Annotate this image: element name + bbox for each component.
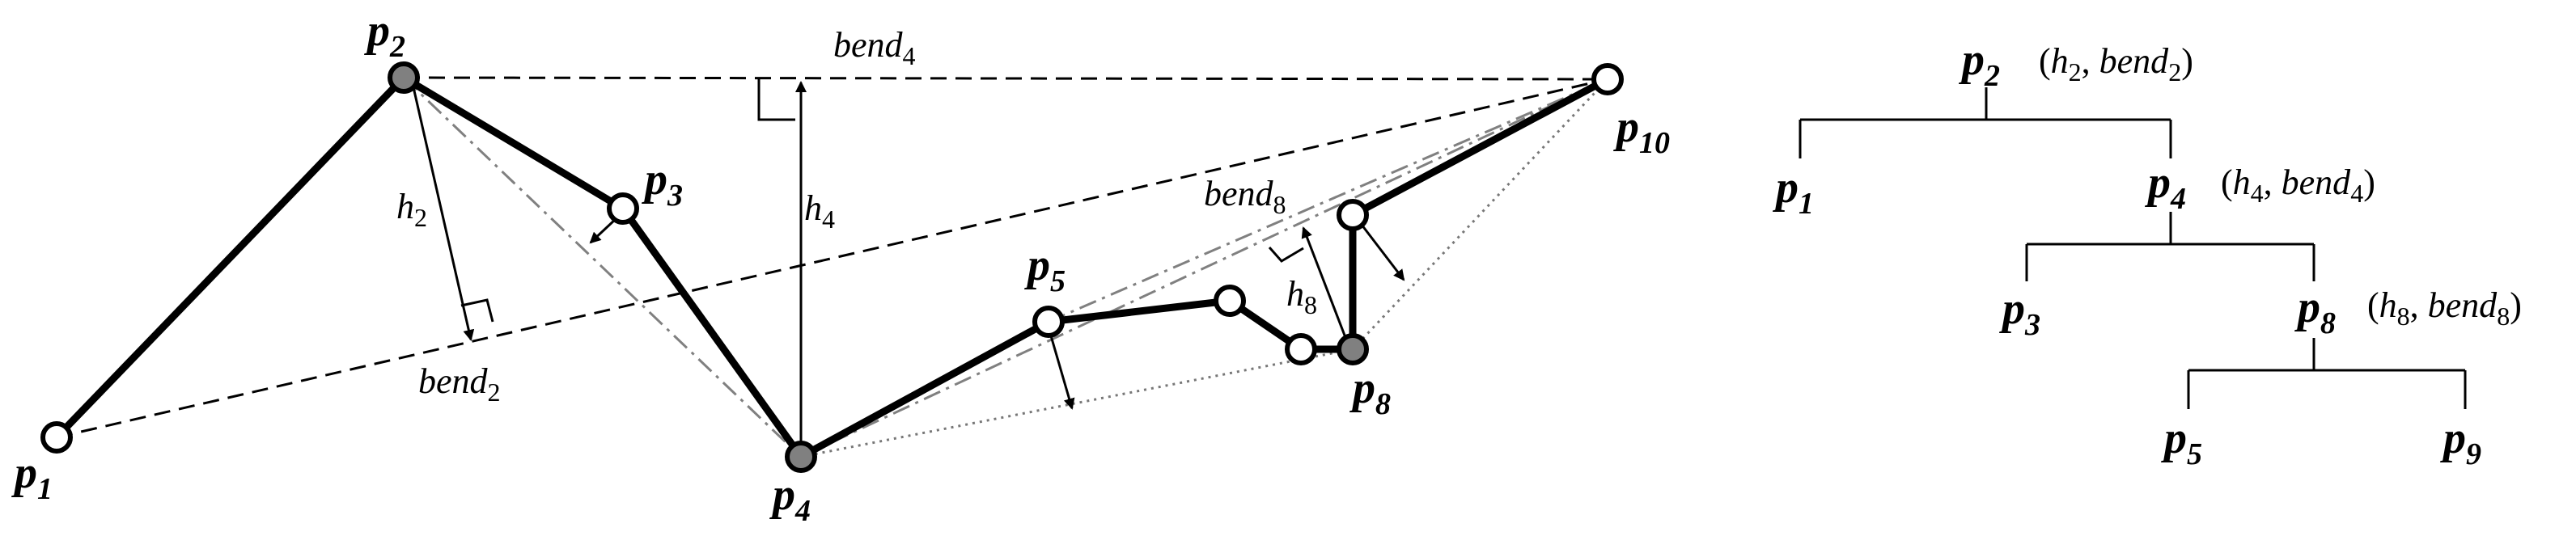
- tree-annotation-p2: (h2, bend2): [2039, 41, 2193, 87]
- chord-p4-p10: [800, 78, 1608, 458]
- label-p1: p1: [11, 448, 53, 506]
- point-p5: [1032, 306, 1065, 338]
- h4-arrow: [757, 78, 807, 446]
- chord-p4-p8: [800, 348, 1354, 458]
- label-p3: p3: [642, 154, 683, 213]
- baseline-p1-p10: [56, 78, 1608, 439]
- tree-edges-p4: [2025, 212, 2315, 281]
- tree-annotation-p8: (h8, bend8): [2367, 285, 2522, 331]
- point-p2: [388, 61, 420, 94]
- chord-p8-p10: [1351, 78, 1609, 351]
- chord-p2-p4: [402, 76, 803, 458]
- p9-deviation-arrow: [1358, 221, 1405, 281]
- chord-p5-p10: [1048, 78, 1608, 323]
- tree-node-p3: p3: [1999, 284, 2040, 342]
- tree-node-p1: p1: [1773, 162, 1814, 221]
- h8-arrow: [1268, 226, 1348, 340]
- label-p2: p2: [364, 6, 405, 64]
- tree-node-p8: p8: [2294, 282, 2336, 340]
- tree: [1799, 87, 2467, 409]
- tree-node-p4: p4: [2145, 158, 2186, 216]
- label-bend2: bend2: [418, 361, 501, 407]
- label-bend8: bend8: [1204, 174, 1286, 219]
- polyline: [53, 74, 1610, 461]
- p3-deviation-arrow: [589, 217, 618, 244]
- point-p6: [1214, 285, 1246, 317]
- tree-edges-p8: [2187, 338, 2467, 409]
- tree-node-p9: p9: [2440, 413, 2481, 471]
- label-h8: h8: [1286, 274, 1317, 319]
- point-p3: [607, 192, 639, 225]
- baseline-p2-p10: [403, 76, 1608, 81]
- label-p10: p10: [1613, 102, 1670, 160]
- label-p5: p5: [1024, 240, 1066, 298]
- point-p1: [40, 421, 73, 454]
- label-p8: p8: [1349, 363, 1391, 421]
- point-p8: [1337, 333, 1369, 365]
- label-bend4: bend4: [833, 25, 916, 70]
- point-p4: [785, 441, 817, 473]
- label-h2: h2: [396, 187, 427, 232]
- h2-arrow: [412, 87, 494, 341]
- label-h4: h4: [804, 188, 835, 234]
- tree-edges-p2: [1799, 87, 2172, 158]
- point-p7: [1285, 333, 1317, 365]
- label-p4: p4: [769, 470, 811, 528]
- point-p9: [1337, 199, 1369, 231]
- tree-node-p5: p5: [2161, 413, 2202, 471]
- tree-annotation-p4: (h4, bend4): [2221, 162, 2375, 208]
- p5-deviation-arrow: [1049, 332, 1075, 410]
- tree-node-p2: p2: [1959, 35, 2000, 93]
- point-p10: [1591, 63, 1624, 95]
